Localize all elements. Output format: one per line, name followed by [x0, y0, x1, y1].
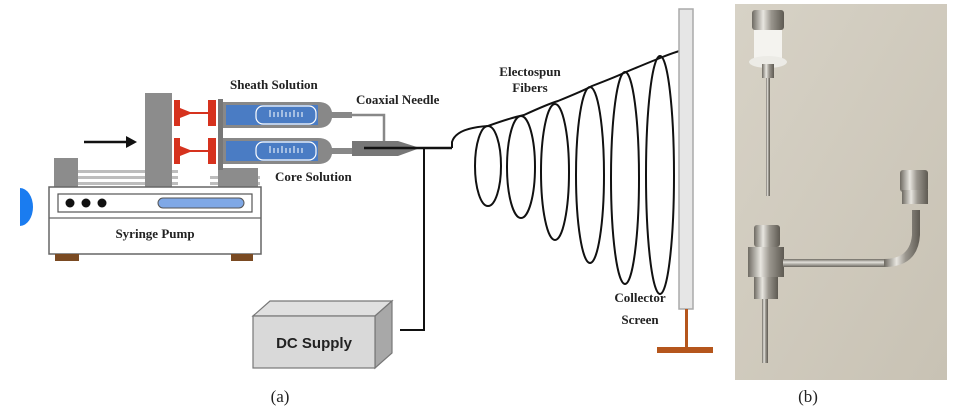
label-core-solution: Core Solution [275, 169, 352, 184]
syringe-pump [48, 93, 262, 261]
label-collector-line2: Screen [621, 312, 659, 327]
pump-display [157, 197, 245, 209]
syringe-sheath [174, 99, 352, 129]
coaxial-needle [352, 113, 452, 156]
label-coaxial-needle: Coaxial Needle [356, 92, 440, 107]
label-collector-line1: Collector [614, 290, 665, 305]
pump-button-1 [65, 198, 75, 208]
label-syringe-pump: Syringe Pump [115, 226, 194, 241]
caption-a: (a) [271, 387, 290, 406]
collector-screen [657, 8, 713, 353]
label-fibers-line2: Fibers [512, 80, 547, 95]
dc-supply [251, 299, 394, 370]
pump-button-3 [97, 198, 107, 208]
syringe-core [174, 128, 352, 170]
high-voltage-wire [400, 148, 425, 331]
push-arrow-icon [84, 136, 137, 148]
caption-b: (b) [798, 387, 818, 406]
electrospun-fibers [451, 48, 689, 295]
needle-photo [735, 4, 947, 380]
label-dc-supply: DC Supply [276, 335, 352, 352]
label-fibers-line1: Electospun [499, 64, 561, 79]
side-tab-handle[interactable] [20, 188, 33, 226]
pump-button-2 [81, 198, 91, 208]
label-sheath-solution: Sheath Solution [230, 77, 319, 92]
